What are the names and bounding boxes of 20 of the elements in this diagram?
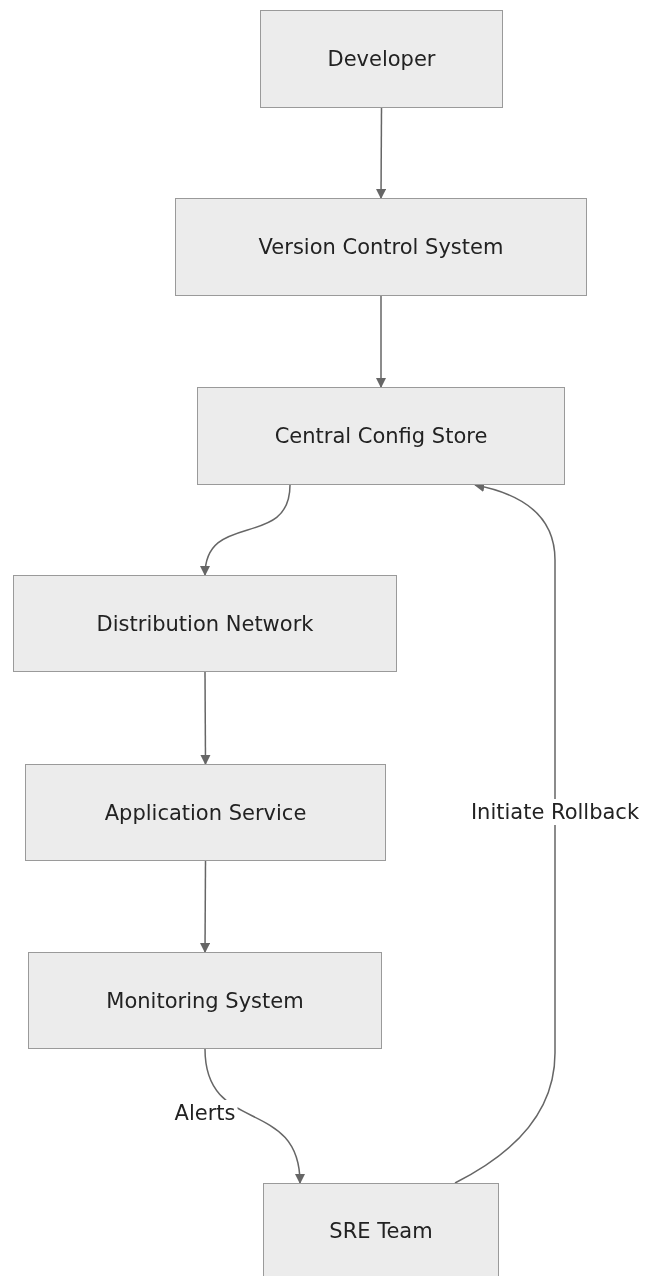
node-label: Application Service (104, 800, 307, 825)
arrow (199, 860, 211, 954)
process-box (28, 952, 382, 1049)
node-label: SRE Team (329, 1218, 433, 1243)
arrow (375, 295, 387, 389)
arrow (200, 484, 291, 577)
process-box (260, 10, 503, 108)
process-box (25, 764, 386, 861)
node-label: Version Control System (258, 235, 504, 259)
process-box (13, 575, 397, 672)
node-label: Monitoring System (106, 988, 304, 1013)
arrow (375, 107, 387, 200)
node-label: Developer (327, 47, 436, 71)
process-box (197, 387, 565, 485)
process-box (263, 1183, 499, 1276)
node-label: Central Config Store (274, 424, 488, 448)
node-label: Distribution Network (96, 611, 314, 636)
arrow (204, 1048, 305, 1185)
process-box (175, 198, 587, 296)
arrow (200, 671, 211, 766)
